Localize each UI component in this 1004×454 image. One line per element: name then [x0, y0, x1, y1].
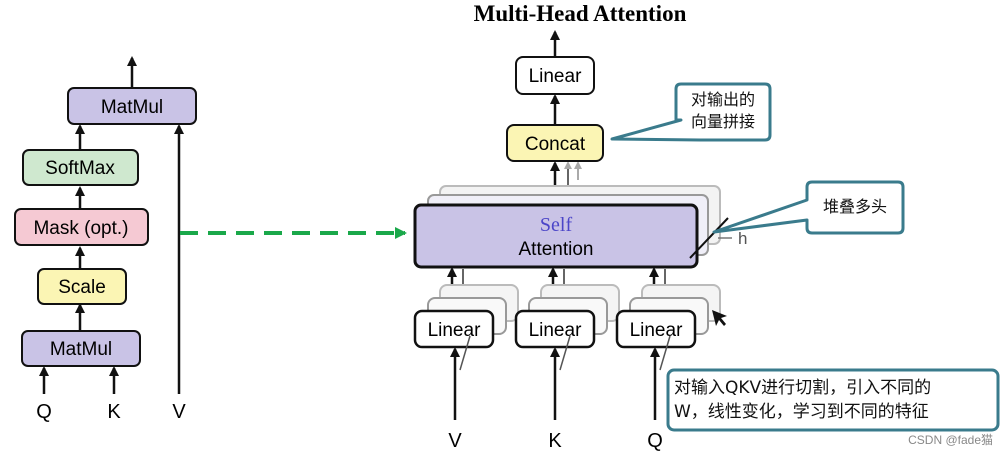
callout-concat-bubble: [610, 82, 772, 142]
callout-heads-bubble: [712, 180, 905, 235]
h-label: h: [738, 229, 747, 248]
linear-v-label: Linear: [428, 320, 481, 341]
matmul-bottom-label: MatMul: [50, 339, 112, 360]
scale-label: Scale: [58, 277, 106, 298]
concat-box: [506, 124, 604, 162]
input-k-label: K: [107, 401, 121, 423]
h-bracket-line: [689, 217, 729, 259]
mha-input-v-label: V: [448, 430, 462, 452]
arrow-input-q-branch: [659, 335, 671, 371]
callout-concat-line-1: 对输出的: [690, 90, 755, 109]
mask-label: Mask (opt.): [33, 218, 128, 239]
linear-q-label: Linear: [630, 320, 683, 341]
softmax-box: [22, 149, 139, 186]
linear-top-label: Linear: [529, 66, 582, 87]
softmax-label: SoftMax: [45, 158, 115, 179]
diagram-title: Multi-Head Attention: [474, 1, 687, 26]
linear-k-label: Linear: [529, 320, 582, 341]
callout-concat-text: 对输出的 向量拼接: [676, 89, 770, 133]
callout-heads-line: 堆叠多头: [822, 197, 887, 216]
callout-split: [666, 368, 1000, 432]
mask-box: [14, 208, 149, 246]
callout-heads-text: 堆叠多头: [807, 196, 903, 218]
callout-split-line-1: 对输入QKV进行切割，引入不同的: [674, 378, 932, 398]
callout-split-text: 对输入QKV进行切割，引入不同的 W，线性变化，学习到不同的特征: [670, 376, 1000, 424]
matmul-top-label: MatMul: [101, 97, 163, 118]
callout-concat: [610, 82, 772, 142]
callout-split-line-2: W，线性变化，学习到不同的特征: [674, 402, 929, 422]
input-v-label: V: [172, 401, 186, 423]
mha-input-q-label: Q: [647, 430, 663, 452]
watermark: CSDN @fade猫: [908, 433, 993, 447]
input-q-label: Q: [36, 401, 52, 423]
callout-split-box: [666, 368, 1000, 432]
multi-head-attention-diagram: Multi-Head Attention Linear Concat Self …: [413, 1, 747, 452]
matmul-bottom-box: [21, 330, 141, 367]
cursor-icon: [712, 310, 727, 326]
arrow-input-k-branch: [559, 335, 571, 371]
linear-top-box: [515, 56, 595, 95]
attention-label: Attention: [519, 239, 594, 260]
self-label: Self: [540, 214, 573, 236]
scale-box: [37, 268, 127, 305]
arrow-input-v-branch: [459, 335, 471, 371]
mha-input-k-label: K: [548, 430, 562, 452]
callout-heads: [712, 180, 905, 235]
callout-concat-line-2: 向量拼接: [690, 112, 755, 131]
concat-label: Concat: [525, 134, 586, 155]
scaled-dot-product-diagram: MatMul SoftMax Mask (opt.) Scale MatMul …: [14, 56, 197, 423]
matmul-top-box: [67, 87, 197, 125]
